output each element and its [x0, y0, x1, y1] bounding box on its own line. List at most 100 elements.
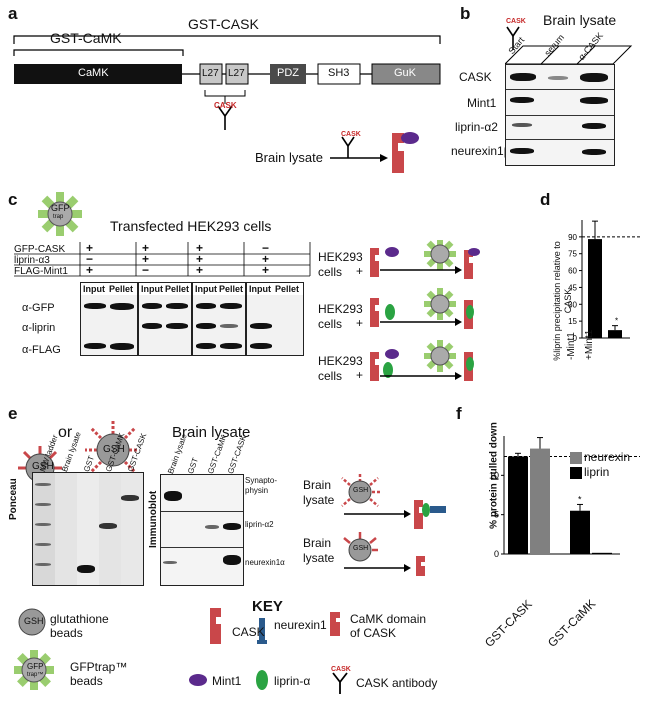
antibody-tag: CASK — [214, 101, 237, 110]
gsh-bead-icon — [18, 608, 46, 636]
key-gfptrap-label: GFPtrap™ beads — [70, 660, 128, 688]
row-label-liprin: liprin-α2 — [455, 120, 498, 134]
immunoblot-blot — [160, 474, 244, 586]
pellet-header: Pellet — [275, 284, 300, 294]
antibody-icon — [217, 105, 233, 130]
e-scheme-2: Brain lysate — [303, 536, 335, 565]
i-lane-0: Brain lysate — [166, 432, 189, 476]
panel-c-letter: c — [8, 190, 18, 209]
gsh-scheme-1: GSH — [353, 487, 369, 494]
plus-2: + — [356, 316, 364, 330]
input-header: Input — [141, 284, 163, 294]
gfp-label-c: GFP — [51, 203, 70, 213]
neurexin-icon — [257, 618, 267, 644]
f-cat-0: GST-CASK — [482, 597, 535, 650]
d-tick-label: 75 — [568, 250, 577, 259]
legend-liprin-swatch — [570, 467, 582, 479]
d-tick-label: 90 — [568, 233, 577, 242]
or-label: or — [58, 424, 73, 441]
panel-f-letter: f — [456, 404, 462, 423]
sign-2-3: − — [142, 263, 150, 277]
d-sig: * — [615, 317, 618, 326]
panel-e-schemes — [341, 472, 446, 576]
key-camk-label: CaMK domain of CASK — [350, 612, 427, 640]
domain-l27-2: L27 — [228, 68, 245, 79]
panel-a-diagram — [13, 35, 441, 173]
cask-icon — [210, 608, 221, 644]
key-gfp-text: GFP — [27, 662, 44, 671]
pellet-header: Pellet — [165, 284, 190, 294]
pellet-header: Pellet — [109, 284, 134, 294]
f-bar-cask-ref — [508, 456, 528, 554]
sign-1-2: − — [86, 252, 94, 266]
panel-b-blot — [505, 64, 615, 166]
key-cask-label: CASK — [232, 625, 265, 639]
domain-camk: CaMK — [78, 67, 109, 79]
key-title: KEY — [252, 598, 283, 615]
f-tick-label: 10 — [489, 470, 499, 480]
sign-4-1: − — [262, 241, 270, 255]
d-bar-1 — [608, 330, 622, 338]
plus-1: + — [356, 264, 364, 278]
panel-b-title: Brain lysate — [543, 12, 617, 28]
panel-b-antibody-tag: CASK — [506, 18, 526, 25]
sign-1-1: + — [86, 241, 94, 255]
panel-c-schemes — [370, 240, 480, 381]
plus-3: + — [356, 368, 364, 382]
ponceau-blot — [32, 472, 144, 586]
antibody-icon — [506, 26, 520, 50]
mint1-icon — [189, 674, 207, 686]
camk-domain-icon — [330, 612, 340, 636]
key-liprin-label: liprin-α — [274, 674, 311, 688]
sign-1-3: + — [86, 263, 94, 277]
row-anti-flag: α-FLAG — [22, 344, 61, 356]
key-neurexin-label: neurexin1 — [274, 618, 327, 632]
sign-2-2: + — [142, 252, 150, 266]
domain-guk: GuK — [394, 67, 417, 79]
input-header: Input — [249, 284, 271, 294]
d-tick-label: 0 — [573, 334, 578, 343]
f-sig: * — [578, 494, 582, 504]
row-anti-gfp: α-GFP — [22, 302, 55, 314]
gfptrap-icon — [14, 650, 54, 690]
cond-gfp-cask: GFP-CASK — [14, 244, 66, 255]
d-tick-label: 60 — [568, 267, 577, 276]
panel-d-letter: d — [540, 190, 551, 209]
sign-3-3: + — [196, 263, 204, 277]
d-tick-label: 15 — [568, 317, 577, 326]
panel-a-letter: a — [8, 4, 18, 23]
i-row-synaptophysin: Synapto- physin — [245, 476, 278, 495]
domain-l27-1: L27 — [202, 68, 219, 79]
brain-lysate-label-a: Brain lysate — [255, 150, 323, 165]
ponceau-label: Ponceau — [8, 478, 19, 520]
blot-group-2: Input Pellet — [138, 282, 192, 356]
row-label-cask: CASK — [459, 70, 492, 84]
gfptrap-bead-icon — [38, 192, 82, 236]
key-gsh-text: GSH — [24, 616, 44, 626]
f-cat-1: GST-CaMK — [545, 596, 599, 650]
row-anti-liprin: α-liprin — [22, 322, 56, 334]
pellet-header: Pellet — [219, 284, 244, 294]
domain-pdz: PDZ — [277, 67, 299, 79]
d-tick-label: 30 — [568, 300, 577, 309]
liprin-icon — [256, 670, 268, 690]
i-lane-1: GST — [186, 456, 201, 476]
scheme-hek-3: HEK293 cells — [318, 354, 363, 383]
scheme-hek-1: HEK293 cells — [318, 250, 363, 279]
d-cat-0: -Mint1 — [566, 332, 577, 360]
i-row-liprin: liprin-α2 — [245, 520, 274, 529]
d-cat-1: +Mint1 — [584, 329, 595, 360]
i-row-neurexin: neurexin1α — [245, 558, 285, 567]
sign-4-3: + — [262, 263, 270, 277]
panel-b-lane-header — [505, 45, 633, 65]
input-header: Input — [83, 284, 105, 294]
sign-2-1: + — [142, 241, 150, 255]
row-label-mint1: Mint1 — [467, 96, 497, 110]
panel-e-letter: e — [8, 404, 18, 423]
blot-group-4: Input Pellet — [246, 282, 304, 356]
legend-neurexin-swatch — [570, 452, 582, 464]
f-bar-camk-liprin — [570, 510, 590, 554]
legend-neurexin-label: neurexin — [584, 450, 631, 464]
